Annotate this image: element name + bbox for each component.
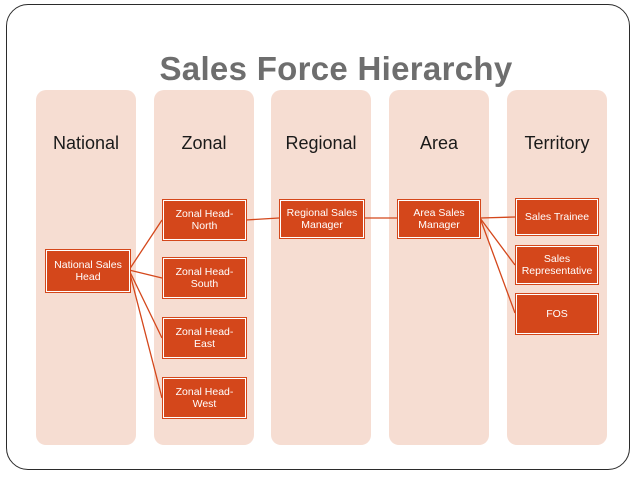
column-header-national: National xyxy=(52,133,120,153)
node-zonal-head-west: Zonal Head-West xyxy=(163,378,246,418)
node-zonal-head-north: Zonal Head-North xyxy=(163,200,246,240)
node-sales-trainee: Sales Trainee xyxy=(516,199,598,235)
slide-title: Sales Force Hierarchy xyxy=(159,50,513,87)
node-national-sales-head: National Sales Head xyxy=(46,250,130,292)
column-header-zonal: Zonal xyxy=(181,133,227,153)
column-regional-bg xyxy=(271,90,371,445)
node-zonal-head-east: Zonal Head-East xyxy=(163,318,246,358)
column-header-territory: Territory xyxy=(524,133,590,153)
node-area-sales-manager: Area Sales Manager xyxy=(398,200,480,238)
node-sales-representative: Sales Representative xyxy=(516,246,598,284)
column-header-area: Area xyxy=(419,133,459,153)
column-header-regional: Regional xyxy=(285,133,357,153)
node-zonal-head-south: Zonal Head-South xyxy=(163,258,246,298)
node-fos: FOS xyxy=(516,294,598,334)
column-area-bg xyxy=(389,90,489,445)
node-regional-sales-manager: Regional Sales Manager xyxy=(280,200,364,238)
